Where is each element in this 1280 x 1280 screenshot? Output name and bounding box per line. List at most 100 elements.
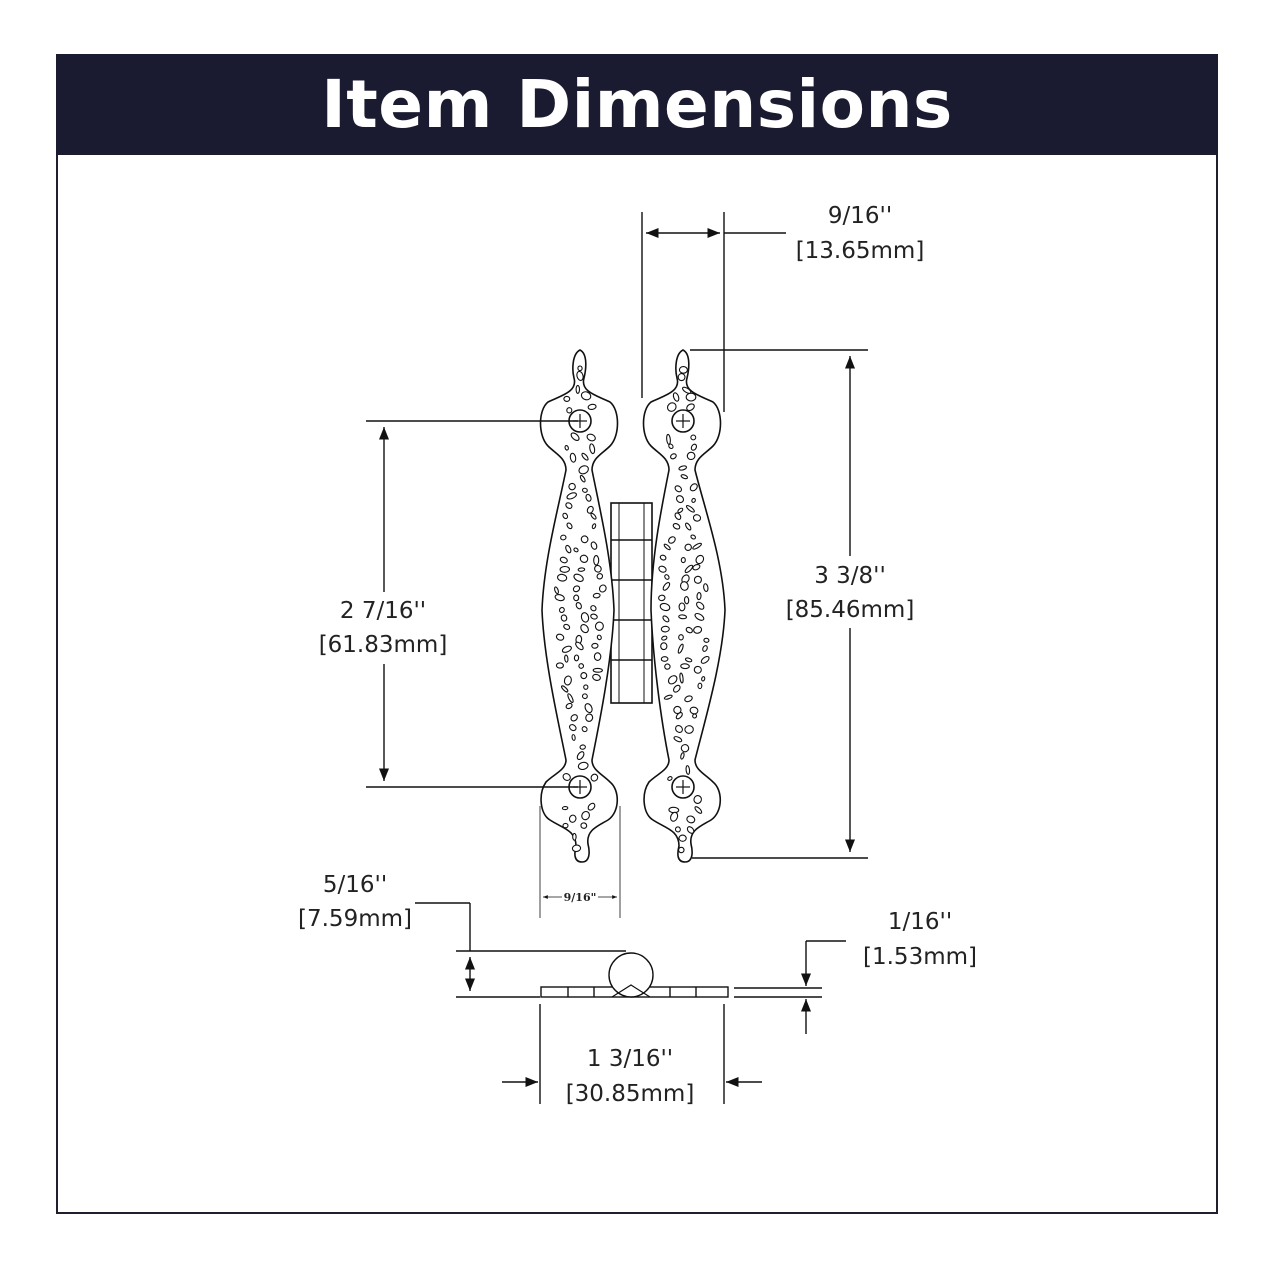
texture-spot [693, 575, 702, 584]
dimension-knuckle-height [415, 902, 626, 998]
texture-spot [663, 543, 671, 551]
texture-spot [666, 402, 677, 412]
texture-spot [579, 474, 586, 483]
texture-spot [572, 585, 581, 593]
texture-spot [572, 832, 577, 841]
texture-spot [587, 802, 596, 811]
texture-spot [583, 684, 589, 690]
texture-spot [672, 523, 681, 530]
knuckle-height-metric: [7.59mm] [298, 906, 412, 932]
overall-height-imperial: 3 3/8'' [814, 563, 886, 589]
texture-spot [561, 685, 569, 693]
texture-spot [567, 693, 574, 703]
texture-spot [573, 547, 579, 553]
texture-spot [564, 654, 569, 663]
texture-spot [590, 605, 597, 612]
texture-spot [593, 652, 602, 661]
texture-spot [581, 810, 590, 821]
texture-spot [575, 641, 584, 651]
texture-spot [674, 826, 681, 833]
texture-spot [591, 523, 597, 530]
texture-spot [692, 542, 702, 550]
page-title: Item Dimensions [321, 66, 953, 143]
texture-spot [679, 672, 684, 684]
texture-spot [555, 633, 565, 641]
texture-spot [568, 724, 577, 732]
texture-spot [678, 602, 686, 612]
texture-spot [559, 556, 568, 564]
texture-spot [685, 522, 692, 531]
texture-spot [559, 565, 571, 573]
texture-spot [694, 612, 705, 621]
texture-spot [565, 702, 573, 710]
texture-spot [696, 592, 702, 601]
texture-spot [577, 761, 589, 771]
texture-spot [571, 844, 582, 853]
texture-spot [568, 814, 577, 823]
overall-height-label-bg [786, 556, 914, 628]
texture-spot [693, 795, 702, 804]
texture-spot [575, 602, 582, 610]
texture-spot [692, 713, 698, 719]
texture-spot [675, 495, 685, 504]
overall-height-metric: [85.46mm] [786, 597, 915, 623]
texture-spot [555, 662, 564, 669]
texture-spot [579, 554, 589, 563]
texture-spot [577, 365, 583, 372]
texture-spot [680, 752, 685, 760]
texture-spot [576, 751, 585, 761]
knuckle-height-imperial: 5/16'' [323, 872, 387, 898]
hole-spacing-imperial: 2 7/16'' [340, 598, 426, 624]
texture-spot [560, 614, 568, 622]
texture-spot [570, 432, 580, 441]
screw-hole-right-bottom [671, 775, 695, 799]
hinge-front-view [539, 349, 726, 863]
texture-spot [580, 391, 592, 401]
texture-spot [563, 675, 572, 686]
texture-spot [680, 581, 689, 591]
texture-spot [581, 693, 588, 700]
texture-spot [666, 433, 671, 445]
texture-spot [560, 534, 567, 541]
texture-spot [685, 626, 693, 634]
texture-spot [685, 505, 695, 513]
texture-spot [565, 544, 572, 554]
texture-spot [573, 594, 580, 602]
texture-spot [584, 703, 593, 714]
texture-spot [663, 694, 673, 700]
texture-spot [686, 451, 696, 461]
dimension-leaf-width-bottom [539, 806, 621, 918]
texture-spot [664, 663, 671, 670]
texture-spot [579, 744, 586, 750]
texture-spot [581, 452, 589, 461]
texture-spot [569, 452, 577, 463]
texture-spot [565, 502, 573, 509]
texture-spot [670, 811, 679, 822]
texture-spot [693, 625, 703, 634]
hinge-side-view [540, 952, 729, 998]
texture-spot [586, 505, 594, 514]
texture-spot [578, 465, 589, 475]
side-knuckle [608, 952, 654, 998]
texture-spot [685, 392, 697, 402]
texture-spot [694, 806, 703, 814]
texture-spot [590, 773, 599, 782]
texture-spot [580, 822, 588, 829]
texture-spot [573, 654, 580, 662]
texture-spot [590, 512, 597, 520]
texture-spot [680, 474, 689, 480]
hole-spacing-label-bg [316, 592, 450, 664]
texture-spot [677, 507, 684, 514]
texture-spot [673, 684, 681, 693]
texture-spot [575, 384, 581, 394]
texture-spot [576, 370, 584, 381]
leaf-thickness-imperial: 1/16'' [888, 909, 952, 935]
texture-spot [577, 567, 586, 572]
texture-spot [692, 514, 702, 522]
leaf-width-top-metric: [13.65mm] [796, 238, 925, 264]
texture-spot [589, 443, 596, 455]
texture-spot [585, 713, 594, 722]
texture-spot [668, 443, 674, 450]
texture-spot [564, 444, 569, 451]
